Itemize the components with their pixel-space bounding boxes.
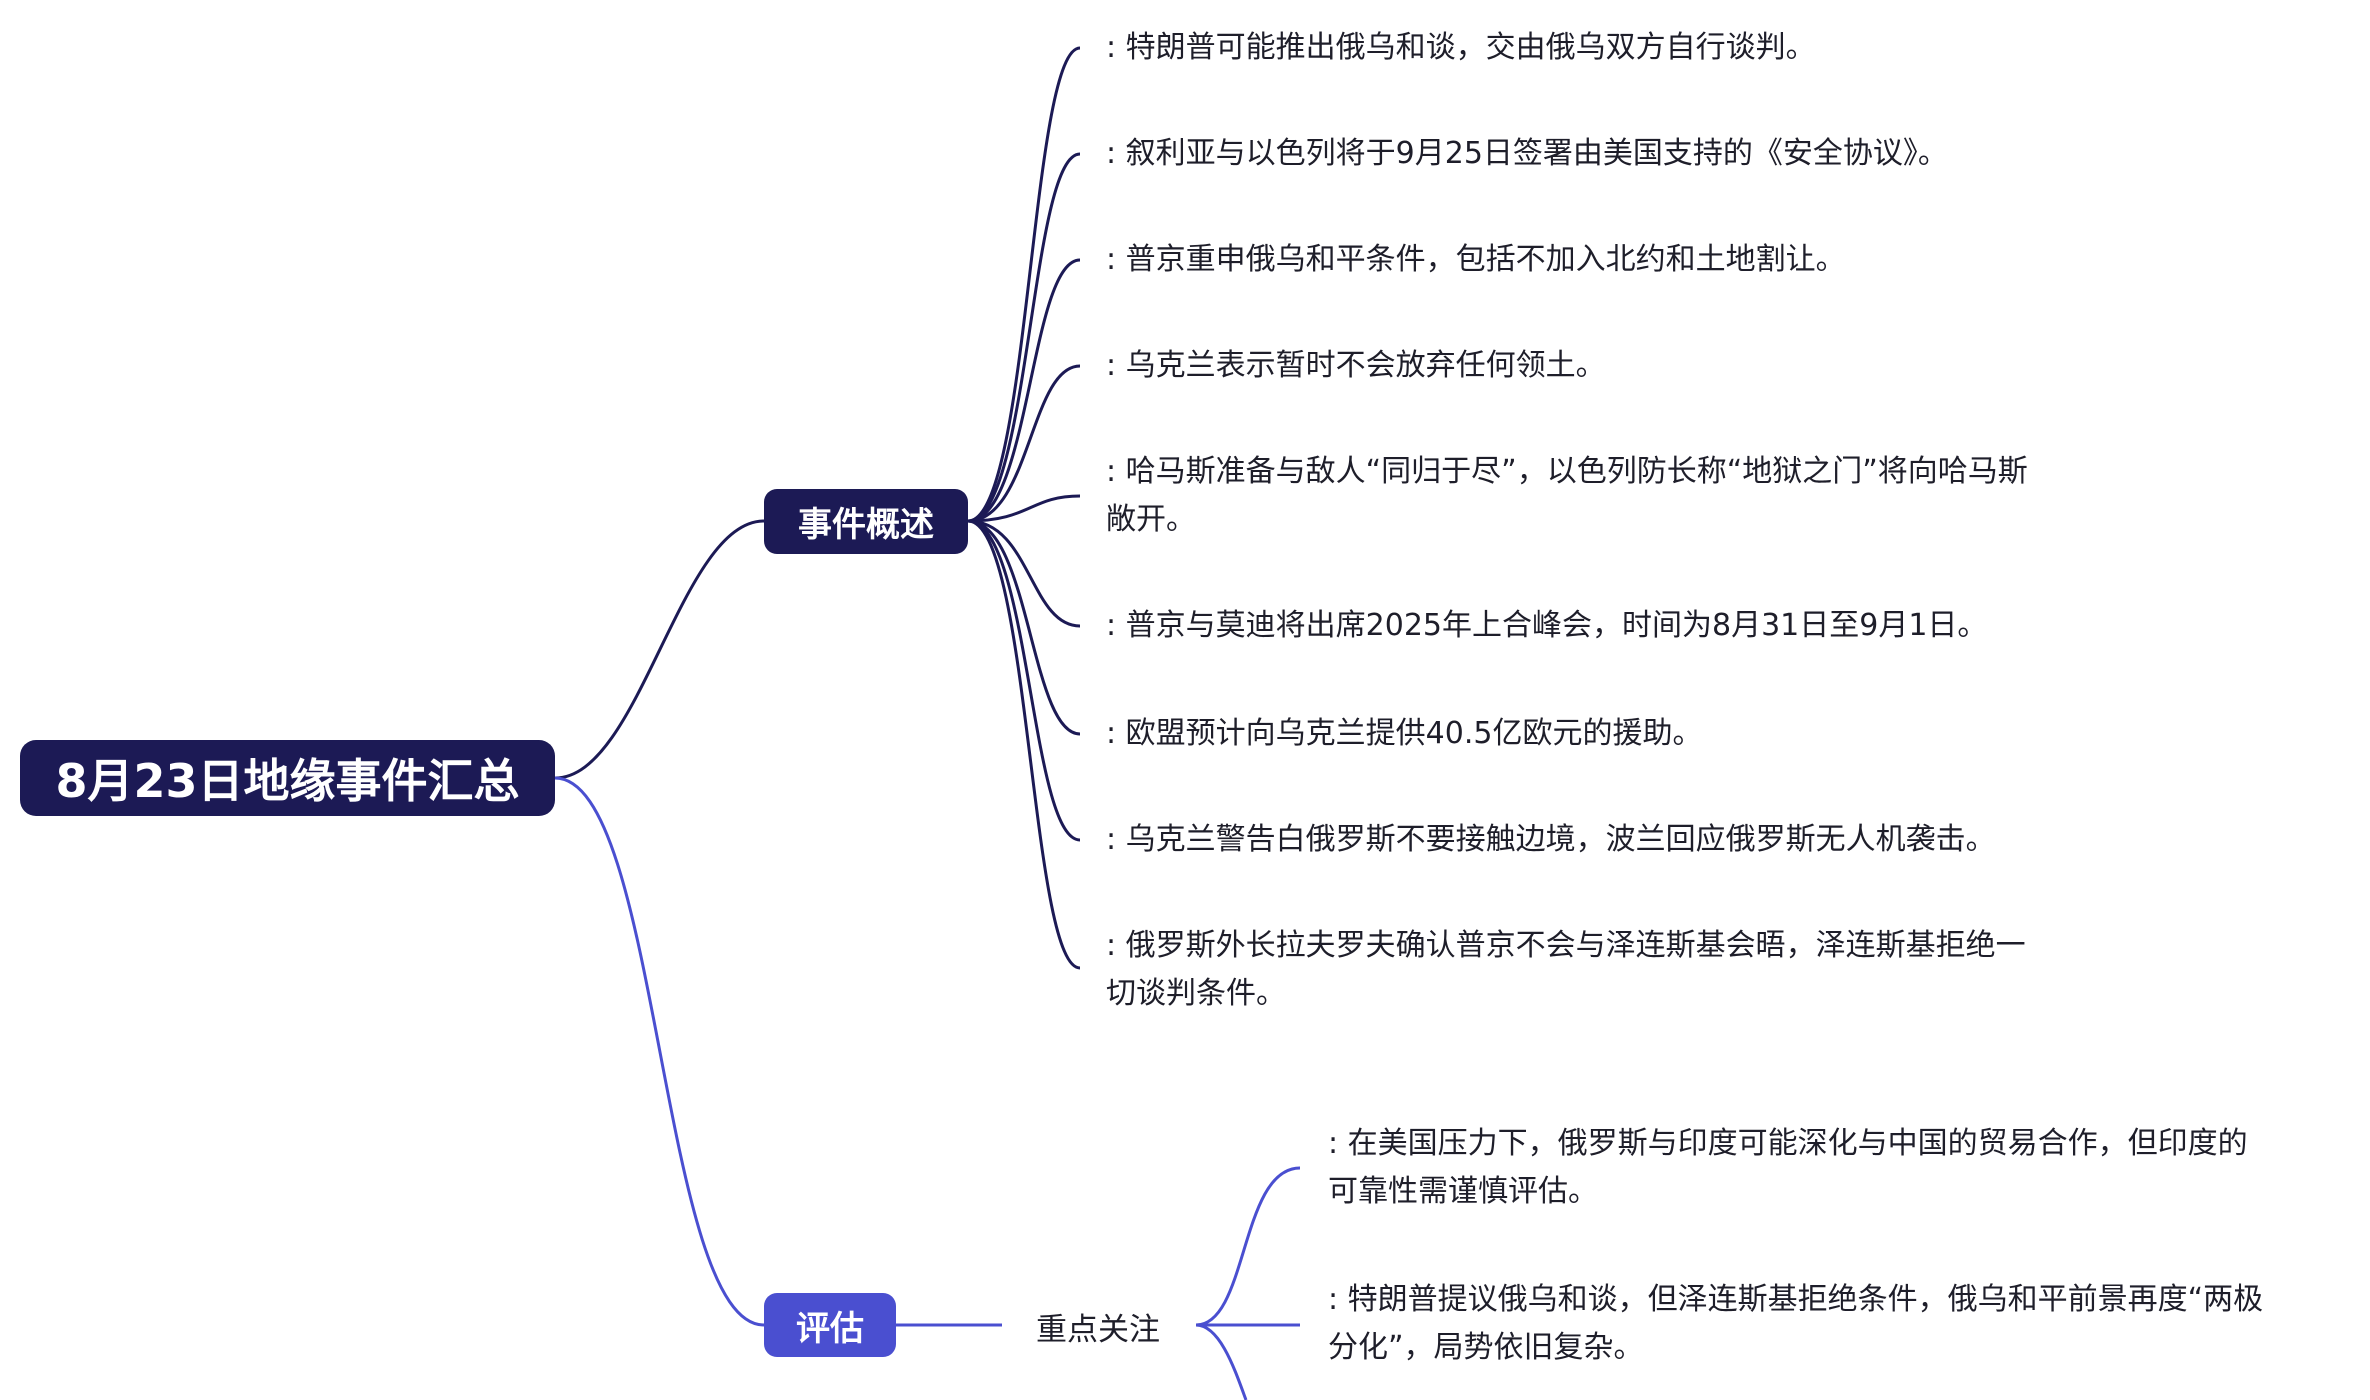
connector-root-events bbox=[554, 519, 765, 780]
leaf-text-line: : 特朗普提议俄乌和谈，但泽连斯基拒绝条件，俄乌和平前景再度“两极 bbox=[1328, 1282, 2264, 1317]
event-leaf[interactable]: : 乌克兰警告白俄罗斯不要接触边境，波兰回应俄罗斯无人机袭击。 bbox=[1106, 816, 1996, 864]
leaf-text-line: 敞开。 bbox=[1106, 502, 1196, 537]
leaf-text-line: 可靠性需谨慎评估。 bbox=[1328, 1174, 1598, 1209]
event-leaf[interactable]: : 普京与莫迪将出席2025年上合峰会，时间为8月31日至9月1日。 bbox=[1106, 602, 1987, 650]
leaf-text-line: : 欧盟预计向乌克兰提供40.5亿欧元的援助。 bbox=[1106, 716, 1703, 751]
event-leaf[interactable]: : 乌克兰表示暂时不会放弃任何领土。 bbox=[1106, 342, 1606, 390]
event-leaf[interactable]: : 欧盟预计向乌克兰提供40.5亿欧元的援助。 bbox=[1106, 710, 1702, 758]
leaf-text-line: 分化”，局势依旧复杂。 bbox=[1328, 1330, 1644, 1365]
evaluation-leaf[interactable]: : 在美国压力下，俄罗斯与印度可能深化与中国的贸易合作，但印度的 可靠性需谨慎评… bbox=[1328, 1120, 2248, 1216]
event-leaf[interactable]: : 俄罗斯外长拉夫罗夫确认普京不会与泽连斯基会晤，泽连斯基拒绝一 切谈判条件。 bbox=[1106, 922, 2026, 1018]
leaf-text-line: : 在美国压力下，俄罗斯与印度可能深化与中国的贸易合作，但印度的 bbox=[1328, 1126, 2248, 1161]
leaf-text-line: 切谈判条件。 bbox=[1106, 976, 1286, 1011]
branch-node-evaluation[interactable]: 评估 bbox=[764, 1293, 896, 1357]
event-leaf[interactable]: : 普京重申俄乌和平条件，包括不加入北约和土地割让。 bbox=[1106, 236, 1846, 284]
connector-root-evaluation bbox=[554, 776, 765, 1327]
event-leaf[interactable]: : 哈马斯准备与敌人“同归于尽”，以色列防长称“地狱之门”将向哈马斯 敞开。 bbox=[1106, 448, 2028, 544]
event-leaf[interactable]: : 叙利亚与以色列将于9月25日签署由美国支持的《安全协议》。 bbox=[1106, 130, 1948, 178]
focus-topic-node[interactable]: 重点关注 bbox=[1036, 1312, 1160, 1348]
leaf-text-line: : 普京与莫迪将出席2025年上合峰会，时间为8月31日至9月1日。 bbox=[1106, 608, 1988, 643]
leaf-text-line: : 乌克兰表示暂时不会放弃任何领土。 bbox=[1106, 348, 1606, 383]
leaf-text-line: : 俄罗斯外长拉夫罗夫确认普京不会与泽连斯基会晤，泽连斯基拒绝一 bbox=[1106, 928, 2026, 963]
leaf-text-line: : 乌克兰警告白俄罗斯不要接触边境，波兰回应俄罗斯无人机袭击。 bbox=[1106, 822, 1996, 857]
leaf-text-line: : 特朗普可能推出俄乌和谈，交由俄乌双方自行谈判。 bbox=[1106, 30, 1816, 65]
leaf-text-line: : 叙利亚与以色列将于9月25日签署由美国支持的《安全协议》。 bbox=[1106, 136, 1948, 171]
connectors-events-leaves bbox=[967, 46, 1081, 970]
branch-node-events[interactable]: 事件概述 bbox=[764, 489, 968, 554]
root-node[interactable]: 8月23日地缘事件汇总 bbox=[20, 740, 555, 816]
leaf-text-line: : 普京重申俄乌和平条件，包括不加入北约和土地割让。 bbox=[1106, 242, 1846, 277]
evaluation-leaf[interactable]: : 特朗普提议俄乌和谈，但泽连斯基拒绝条件，俄乌和平前景再度“两极 分化”，局势… bbox=[1328, 1276, 2263, 1372]
leaf-text-line: : 哈马斯准备与敌人“同归于尽”，以色列防长称“地狱之门”将向哈马斯 bbox=[1106, 454, 2028, 489]
connectors-focus-leaves bbox=[1195, 1166, 1301, 1400]
event-leaf[interactable]: : 特朗普可能推出俄乌和谈，交由俄乌双方自行谈判。 bbox=[1106, 24, 1816, 72]
